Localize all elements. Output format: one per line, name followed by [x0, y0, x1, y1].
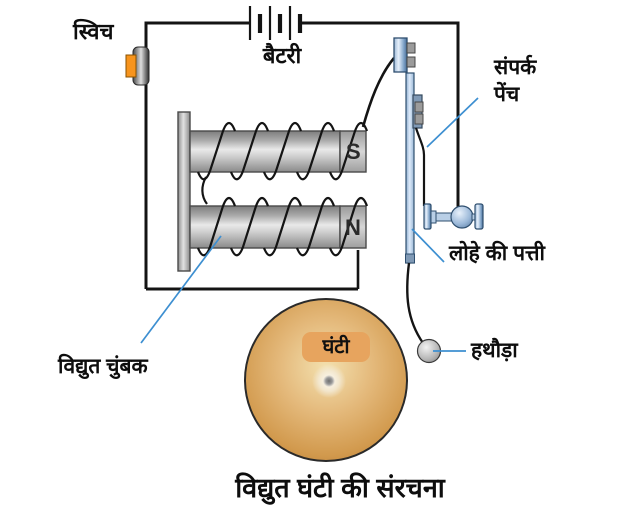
switch-label: स्विच: [73, 19, 114, 44]
bell-label: घंटी: [322, 336, 350, 358]
pole-label-north: N: [345, 215, 361, 240]
contact-screw-leader-line: [426, 97, 479, 148]
coil-bottom: [196, 196, 369, 257]
iron-strip-leader-line: [411, 228, 445, 263]
clamp-bolt: [406, 56, 416, 68]
electromagnet: [177, 57, 395, 289]
battery-symbol: [248, 6, 303, 40]
coil-top: [196, 121, 369, 181]
electromagnet-yoke: [177, 111, 191, 272]
armature-clamp: [393, 37, 408, 73]
contact-screw-assembly: [423, 203, 484, 230]
switch-button: [125, 54, 137, 78]
iron-strip-label: लोहे की पत्ती: [449, 242, 545, 265]
contact-screw-label-line1: संपर्क: [494, 56, 537, 79]
coil-to-clamp-wire: [361, 57, 395, 128]
strip-bolt: [414, 113, 424, 125]
pole-label-south: S: [346, 139, 361, 164]
battery-label: बैटरी: [262, 43, 302, 68]
hammer-label: हथौड़ा: [471, 339, 518, 362]
diagram-caption: विद्युत घंटी की संरचना: [235, 473, 445, 503]
leader-lines: [140, 97, 479, 352]
hammer-arm: [406, 262, 424, 344]
bell-tag: घंटी: [302, 332, 370, 362]
bell-gong: [244, 298, 408, 462]
strip-end-cap: [405, 253, 415, 264]
electromagnet-leader-line: [140, 235, 222, 344]
contact-plate: [423, 203, 432, 230]
contact-spring-strip: [414, 127, 426, 206]
electromagnet-label: विद्युत चुंबक: [58, 355, 148, 378]
coil-connector-wire: [201, 176, 208, 205]
screw-collar: [430, 210, 437, 224]
screw-end-cap: [474, 203, 484, 230]
clamp-bolt: [406, 42, 416, 54]
armature-assembly: [393, 37, 426, 264]
screw-knob: [450, 205, 474, 229]
contact-screw-label: संपर्क पेंच: [494, 54, 536, 108]
strip-bolt: [414, 101, 424, 113]
circuit-wire-left-top: [144, 21, 250, 289]
switch-component: [125, 46, 150, 86]
circuit-wire-right: [300, 21, 460, 209]
bell-center-dot: [323, 375, 335, 387]
contact-screw-label-line2: पेंच: [494, 83, 520, 106]
